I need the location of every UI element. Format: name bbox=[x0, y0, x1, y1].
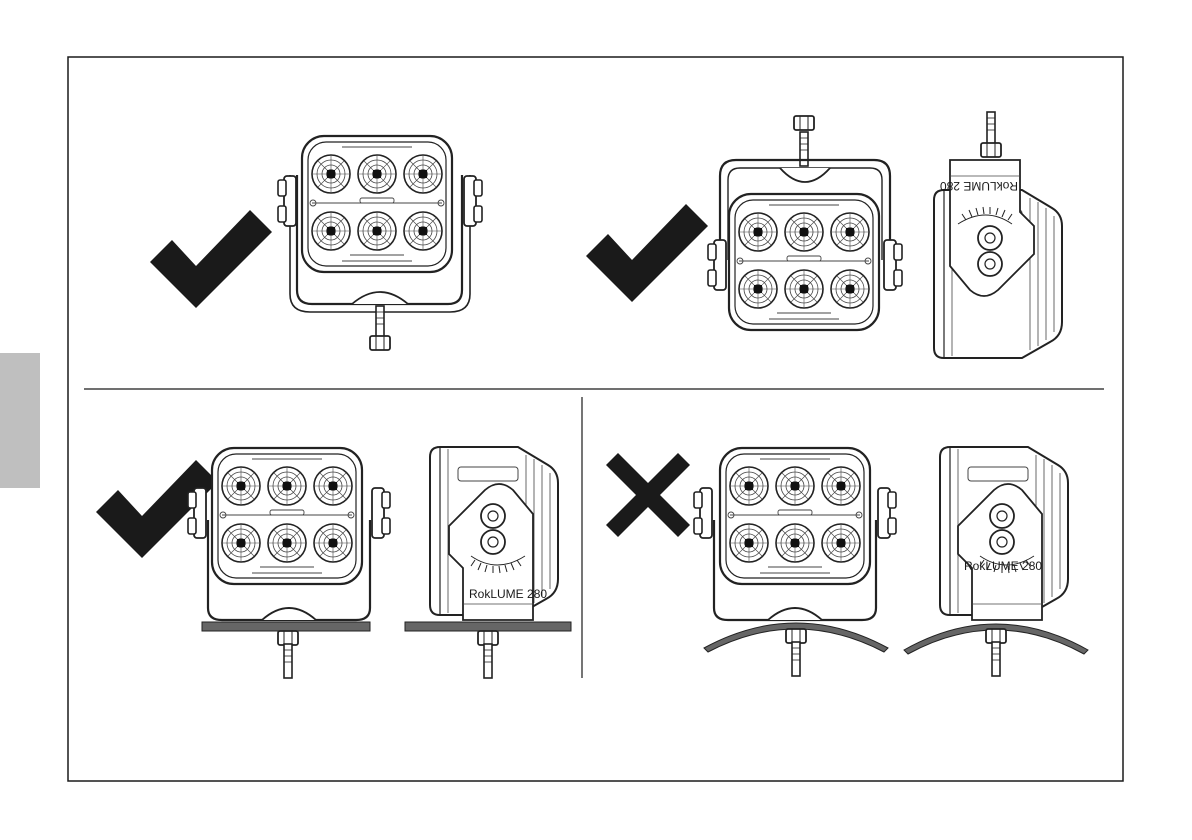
brand-label: RokLUME 280 bbox=[469, 587, 547, 601]
check-icon bbox=[586, 204, 708, 302]
panel-bracket-up: RokLUME 280 bbox=[586, 112, 1062, 358]
panel-curved-surface: RokLUME 280 bbox=[606, 447, 1088, 676]
panel-front-bracket-down bbox=[150, 136, 482, 350]
brand-label: RokLUME 280 bbox=[964, 559, 1042, 573]
panel-flat-surface: RokLUME 280 bbox=[96, 447, 571, 678]
check-icon bbox=[150, 210, 272, 308]
cross-icon bbox=[606, 453, 690, 537]
brand-label: RokLUME 280 bbox=[940, 179, 1018, 193]
flat-surface bbox=[405, 622, 571, 631]
flat-surface bbox=[202, 622, 370, 631]
